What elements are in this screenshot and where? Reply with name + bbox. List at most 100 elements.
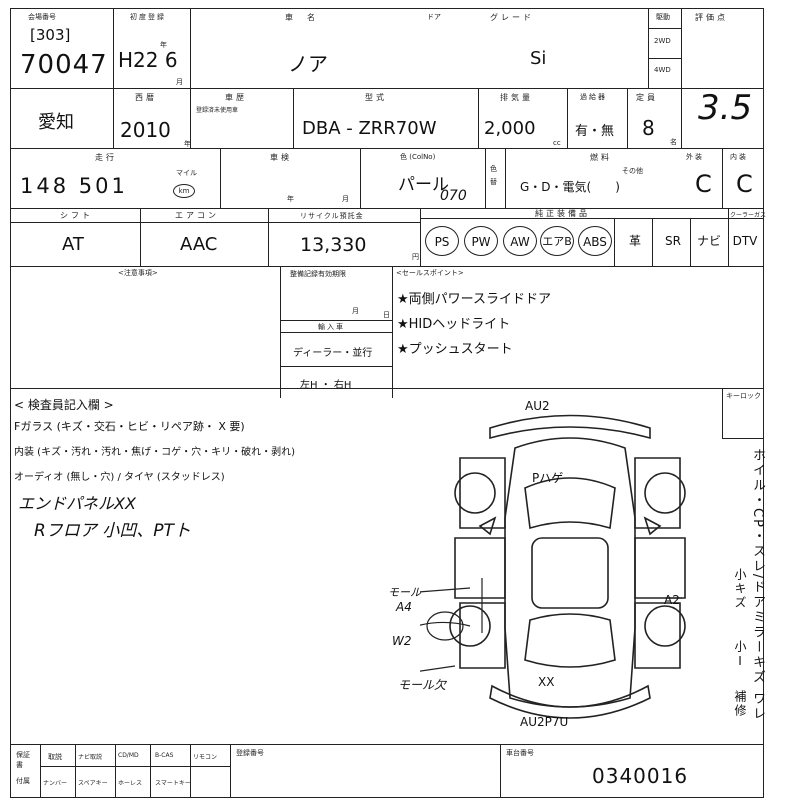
footer-cdmd: CD/MD [118,752,139,759]
right-note-1: ホイル・CP・スレ/ドアミラーキズ ワレ [750,448,765,722]
score-label: 評価点 [695,13,728,22]
warranty-day: 日 [383,311,390,319]
fuel-label: 燃料 [590,153,612,162]
nen-label-1: 年 [160,41,167,49]
inspection-label: 車検 [270,153,292,162]
inspection-glass: Fガラス (キズ・交石・ヒビ・リペア跡・ X 要) [14,420,245,433]
warranty-month: 月 [352,307,359,315]
footer-side-bottom: 付属 [16,777,30,785]
doc-number-label: 登録番号 [236,749,264,757]
equip-dtv: DTV [732,234,758,248]
keylock-label: キーロック [726,392,761,400]
equip-abs: ABS [578,226,612,256]
equip-sr: SR [665,234,681,248]
equip-leather: 革 [628,234,641,248]
mileage-label: 走行 [95,153,117,162]
exterior-label: 外装 [686,153,704,161]
notes-label: <注意事項> [118,269,158,277]
footer-side-top: 保証書 [16,751,30,769]
hand-note-1: エンドパネルXX [18,494,136,513]
fuel: G・D・電気( ) [520,180,620,194]
displacement: 2,000 [484,118,536,139]
mark-a2: A2 [664,593,680,607]
hand-note-2: Rフロア 小凹、PTト [34,521,191,541]
exterior: C [695,170,712,198]
color-label: 色 (ColNo) [400,153,436,161]
cooler-gas-label: クーラーガス [730,212,767,219]
venue-code-label: 会場番号 [28,13,56,21]
mark-mole-a4-2: A4 [396,600,412,614]
drive-4wd: 4WD [654,66,671,74]
shift: AT [62,234,84,255]
interior: C [736,170,753,198]
mark-mole-ketsu: モール欠 [398,678,447,692]
auction-sheet-frame [10,8,764,798]
cc-label: cc [553,139,561,147]
model-label: 型式 [365,93,387,102]
fuel-other-label: その他 [622,167,643,175]
nen-label-3: 年 [287,195,294,203]
first-reg-label: 初度登録 [130,13,166,21]
mark-w2: W2 [392,634,412,648]
equip-pw: PW [464,226,498,256]
import-label: 輸入車 [318,323,345,331]
chassis-number: 0340016 [592,764,689,788]
inspection-title: < 検査員記入欄 > [14,398,114,412]
year: 2010 [120,118,171,142]
mark-p-huge: Pハゲ [532,471,563,485]
grade: Si [530,48,547,69]
warranty-label: 整備記録有効期限 [290,270,346,278]
grade-label: グレード [490,13,534,22]
equip-airbag: エアB [540,226,574,256]
mile-label: マイル [176,169,197,177]
mark-xx: XX [538,675,554,689]
history-sub: 登録済未使用車 [196,107,239,114]
tsuki-label-1: 月 [176,78,183,86]
sales-point-1: ★両側パワースライドドア [397,292,552,307]
sales-point-label: <セールスポイント> [396,269,464,277]
color: パール [398,175,449,195]
turbo-label: 過給器 [580,93,607,101]
region: 愛知 [38,112,74,133]
capacity: 8 [642,116,655,140]
footer-number: ナンバー [43,780,68,787]
inspection-interior: 内装 (キズ・汚れ・汚れ・焦げ・コゲ・穴・キリ・破れ・剥れ) [14,447,295,458]
recycle-deposit: 13,330 [300,234,367,256]
iro-label: 色替 [490,165,497,186]
year-label: 西暦 [135,93,157,102]
import-dealer: ディーラー・並行 [293,348,373,359]
inspection-audio: オーディオ (無し・穴) / タイヤ (スタッドレス) [14,472,225,483]
right-note-2: 小キズ [733,568,747,610]
mileage: 148 501 [20,174,128,198]
turbo: 有・無 [575,124,615,139]
footer-bcas: B-CAS [155,752,174,759]
car-name-label: 車 名 [285,13,318,22]
equip-aw: AW [503,226,537,256]
car-diagram: AU2 Pハゲ A2 XX AU2P7U [420,399,686,729]
model: DBA - ZRR70W [302,118,437,139]
right-note-4: 補修 [733,690,747,718]
footer-smart-key: スマートキー [155,780,191,787]
capacity-label: 定員 [636,93,658,102]
sales-point-2: ★HIDヘッドライト [397,317,511,332]
footer-manual: 取説 [48,753,62,761]
ac-label: エアコン [175,211,219,220]
shift-label: シフト [60,211,93,220]
drive-label: 駆動 [656,13,670,21]
km-label: km [173,184,195,198]
displacement-label: 排気量 [500,93,533,102]
mark-mole-a4-1: モール [388,586,421,599]
venue-code: [303] [30,26,71,44]
mark-au2p7u: AU2P7U [520,715,568,729]
drive-2wd: 2WD [654,37,671,45]
equip-navi: ナビ [696,234,721,248]
score-value: 3.5 [698,88,753,128]
mark-au2-top: AU2 [525,399,550,413]
recycle-label: リサイクル預託金 [300,212,364,220]
equip-ps: PS [425,226,459,256]
sales-point-3: ★プッシュスタート [397,342,513,357]
footer-navi-manual: ナビ取説 [78,754,103,761]
lot-number: 70047 [20,50,108,80]
mei-label: 名 [670,138,677,146]
first-reg: H22 6 [118,48,178,72]
